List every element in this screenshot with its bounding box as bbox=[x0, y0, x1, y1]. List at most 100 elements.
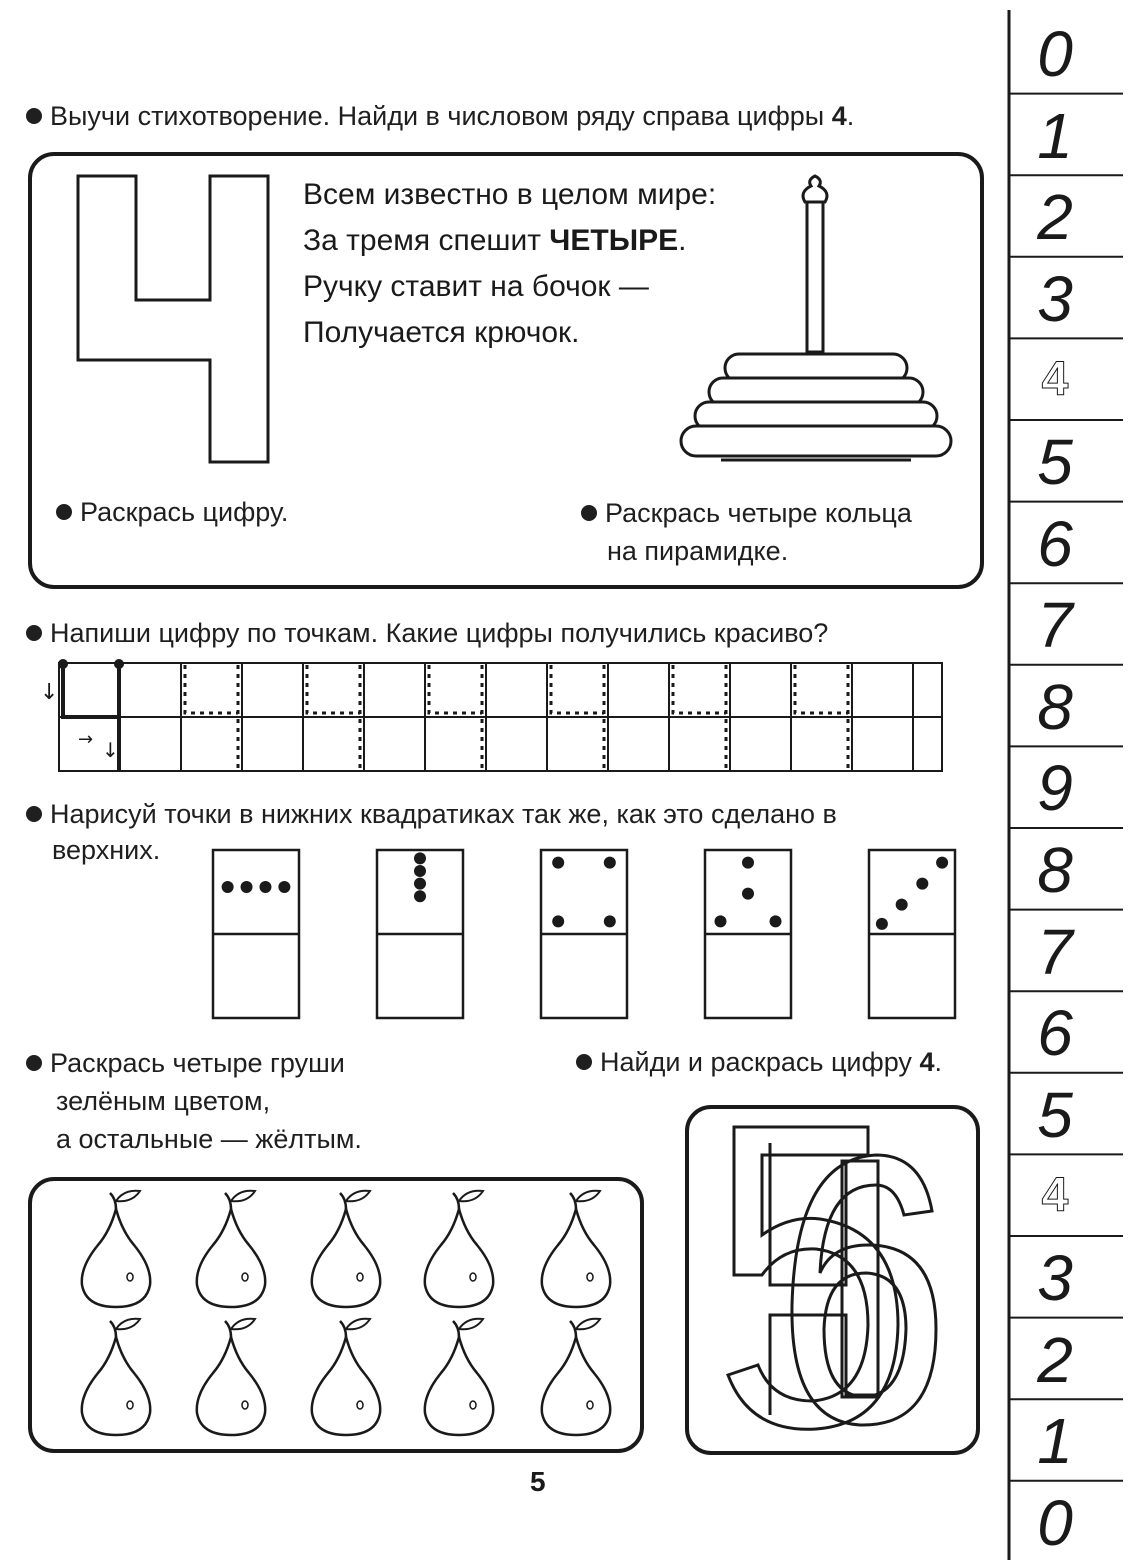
instruction-draw-dots: Нарисуй точки в нижних квадратиках так ж… bbox=[26, 796, 837, 868]
pear bbox=[423, 1317, 495, 1437]
pear-spot bbox=[469, 1400, 477, 1410]
pear-leaf bbox=[457, 1189, 485, 1203]
domino-dot bbox=[875, 917, 888, 930]
poem-line-1: Всем известно в целом мире: bbox=[303, 178, 717, 211]
strip-digit: 1 bbox=[1037, 99, 1073, 172]
poem-line-3: Ручку ставит на бочок — bbox=[303, 270, 649, 303]
strip-digit: 2 bbox=[1037, 1323, 1073, 1396]
pear-spot bbox=[126, 1400, 134, 1410]
poem: Всем известно в целом мире: За тремя спе… bbox=[303, 172, 716, 356]
strip-digit: 4 bbox=[1041, 1169, 1069, 1223]
pear-spot bbox=[586, 1272, 594, 1282]
pear-stem bbox=[569, 1192, 578, 1210]
domino-dot bbox=[414, 865, 426, 877]
trace-digit-four bbox=[671, 665, 728, 769]
domino-dot bbox=[414, 890, 426, 903]
strip-digit: 7 bbox=[1037, 915, 1073, 988]
pear bbox=[195, 1189, 267, 1309]
domino-dot bbox=[552, 856, 565, 869]
bullet-icon bbox=[26, 806, 42, 822]
poem-line-2: За тремя спешит ЧЕТЫРЕ. bbox=[303, 224, 687, 257]
down-arrow-icon: ↓ bbox=[40, 680, 58, 705]
pear-stem bbox=[452, 1192, 461, 1210]
pear-stem bbox=[224, 1320, 233, 1338]
pear-body bbox=[423, 1332, 495, 1437]
strip-digit: 9 bbox=[1037, 752, 1073, 825]
bullet-icon bbox=[26, 108, 42, 124]
domino-set bbox=[211, 848, 957, 1020]
pear-spot bbox=[241, 1400, 249, 1410]
strip-digit: 6 bbox=[1037, 507, 1073, 580]
strip-digit: 3 bbox=[1037, 1242, 1073, 1314]
pear-body bbox=[540, 1204, 612, 1309]
strip-digit: 8 bbox=[1037, 834, 1073, 906]
writing-grid: ↓→↓ bbox=[40, 659, 943, 772]
pear-leaf bbox=[457, 1317, 485, 1331]
pear-leaf bbox=[114, 1317, 142, 1331]
domino-dot bbox=[414, 877, 426, 890]
poem-frame bbox=[28, 152, 984, 589]
strip-digit: 7 bbox=[1037, 589, 1073, 662]
pear-stem bbox=[452, 1320, 461, 1338]
pear-stem bbox=[109, 1192, 118, 1210]
pear-body bbox=[80, 1332, 152, 1437]
domino-dot bbox=[259, 880, 272, 893]
instruction-learn-poem: Выучи стихотворение. Найди в числовом ря… bbox=[26, 98, 854, 134]
number-strip-frame bbox=[1007, 10, 1123, 1560]
instruction-color-rings: Раскрась четыре кольца на пирамидке. bbox=[581, 494, 912, 570]
overlapping-digits-puzzle bbox=[726, 1125, 938, 1431]
pear bbox=[423, 1189, 495, 1309]
pear-body bbox=[540, 1332, 612, 1437]
domino-dot bbox=[221, 880, 234, 893]
domino-dot bbox=[278, 880, 291, 893]
domino-dot bbox=[936, 856, 949, 869]
pear-leaf bbox=[229, 1317, 257, 1331]
hidden-digits-frame bbox=[685, 1105, 980, 1455]
domino-dot bbox=[769, 915, 782, 928]
trace-digit-four bbox=[305, 665, 362, 769]
trace-digit-four bbox=[549, 665, 606, 769]
strip-digit: 0 bbox=[1037, 18, 1073, 90]
strip-digit: 2 bbox=[1037, 181, 1073, 254]
strip-digit: 0 bbox=[1037, 1486, 1073, 1559]
pear-body bbox=[423, 1204, 495, 1309]
domino-dot bbox=[603, 856, 616, 869]
big-digit-four-outline bbox=[76, 174, 270, 464]
pear-leaf bbox=[344, 1317, 372, 1331]
start-dot bbox=[114, 659, 124, 669]
start-dot bbox=[58, 659, 68, 669]
instruction-color-pears: Раскрась четыре груши зелёным цветом, а … bbox=[26, 1044, 362, 1158]
pear-spot bbox=[586, 1400, 594, 1410]
pear bbox=[540, 1317, 612, 1437]
pear-stem bbox=[339, 1192, 348, 1210]
pear bbox=[195, 1317, 267, 1437]
pear-leaf bbox=[229, 1189, 257, 1203]
strip-digit: 4 bbox=[1041, 353, 1069, 407]
trace-digit-four bbox=[183, 665, 240, 769]
sample-digit-four bbox=[61, 665, 121, 771]
bullet-icon bbox=[26, 1055, 42, 1071]
instruction-write-digit: Напиши цифру по точкам. Какие цифры полу… bbox=[26, 615, 828, 651]
pear-spot bbox=[126, 1272, 134, 1282]
bullet-icon bbox=[26, 625, 42, 641]
pear bbox=[540, 1189, 612, 1309]
domino-dot bbox=[240, 880, 253, 893]
bullet-icon bbox=[581, 505, 597, 521]
bullet-icon bbox=[576, 1054, 592, 1070]
pear-stem bbox=[339, 1320, 348, 1338]
strip-digit: 8 bbox=[1037, 670, 1073, 743]
right-arrow-icon: → bbox=[78, 729, 93, 750]
domino-dot bbox=[603, 915, 616, 928]
pear bbox=[310, 1317, 382, 1437]
pear bbox=[80, 1189, 152, 1309]
pear-body bbox=[80, 1204, 152, 1309]
pear-spot bbox=[469, 1272, 477, 1282]
pear-spot bbox=[356, 1272, 364, 1282]
poem-line-4: Получается крючок. bbox=[303, 316, 580, 349]
instruction-color-digit: Раскрась цифру. bbox=[56, 494, 288, 530]
strip-digit: 6 bbox=[1037, 997, 1073, 1070]
bullet-icon bbox=[56, 504, 72, 520]
pear-spot bbox=[356, 1400, 364, 1410]
pear-stem bbox=[109, 1320, 118, 1338]
pear-stem bbox=[569, 1320, 578, 1338]
